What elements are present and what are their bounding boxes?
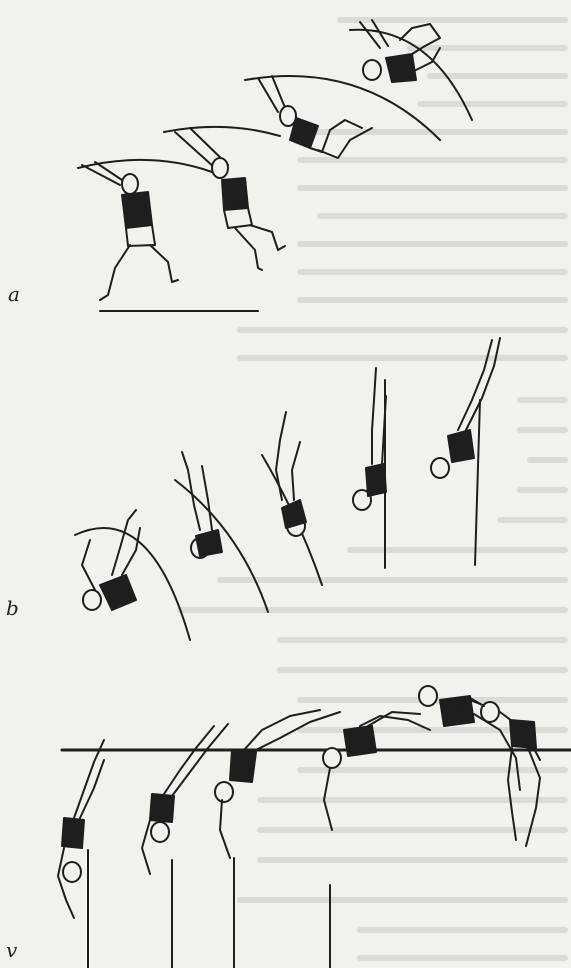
athlete-figure: [58, 740, 104, 918]
pole: [475, 400, 480, 565]
athlete-figure: [142, 724, 228, 874]
athlete-figure: [82, 510, 140, 610]
panel-a: [78, 20, 472, 311]
panel-label-b: b: [6, 596, 19, 620]
athlete-figure: [82, 162, 178, 300]
athlete-figure: [175, 128, 285, 270]
panel-b: [75, 338, 500, 640]
athlete-figure: [353, 368, 386, 510]
panel-label-v: v: [6, 938, 17, 962]
athlete-figure: [276, 412, 306, 536]
pole: [164, 127, 280, 136]
panel-label-a: a: [8, 282, 20, 306]
pole: [78, 160, 212, 172]
athlete-figure: [258, 76, 372, 158]
